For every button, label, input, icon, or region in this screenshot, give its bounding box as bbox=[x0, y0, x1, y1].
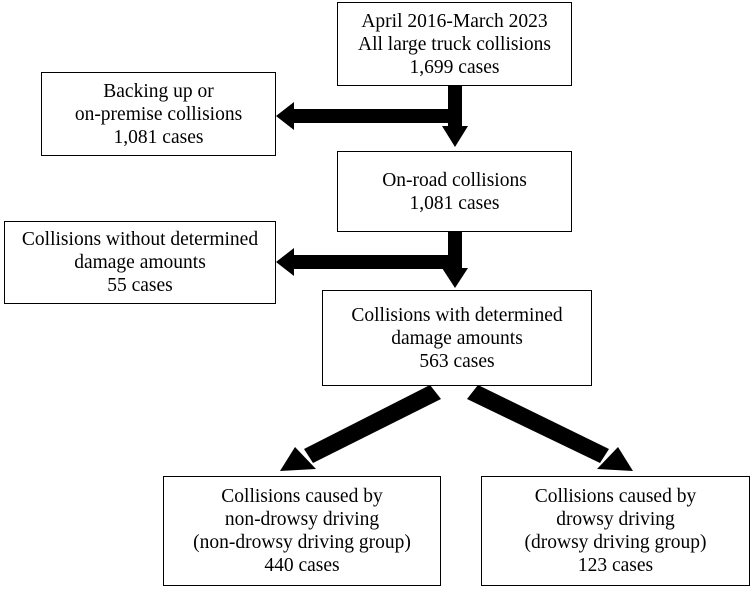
drowsy-group-box: Collisions caused by drowsy driving (dro… bbox=[481, 476, 750, 586]
non-drowsy-line2: non-drowsy driving bbox=[224, 509, 380, 530]
with-damage-count: 563 cases bbox=[419, 350, 495, 372]
backing-line1: Backing up or bbox=[103, 80, 214, 102]
source-box: April 2016-March 2023 All large truck co… bbox=[337, 2, 572, 86]
backing-count: 1,081 cases bbox=[113, 126, 204, 148]
source-line2: All large truck collisions bbox=[358, 33, 551, 55]
arrow-to-backing-excluded bbox=[276, 102, 454, 130]
arrow-to-drowsy-group bbox=[467, 385, 633, 471]
arrow-to-no-damage-excluded bbox=[276, 248, 454, 276]
with-damage-box: Collisions with determined damage amount… bbox=[322, 290, 592, 386]
non-drowsy-line3: (non-drowsy driving group) bbox=[193, 532, 411, 553]
with-damage-line2: damage amounts bbox=[391, 327, 523, 349]
no-damage-count: 55 cases bbox=[107, 275, 173, 296]
onroad-count: 1,081 cases bbox=[409, 192, 500, 214]
arrow-to-non-drowsy-group bbox=[280, 385, 441, 471]
non-drowsy-count: 440 cases bbox=[264, 555, 340, 576]
backing-line2: on-premise collisions bbox=[74, 103, 243, 125]
excluded-backing-box: Backing up or on-premise collisions 1,08… bbox=[41, 72, 276, 156]
non-drowsy-group-box: Collisions caused by non-drowsy driving … bbox=[163, 476, 441, 586]
drowsy-count: 123 cases bbox=[577, 555, 654, 576]
onroad-line1: On-road collisions bbox=[382, 169, 527, 191]
source-count: 1,699 cases bbox=[409, 56, 500, 78]
non-drowsy-line1: Collisions caused by bbox=[221, 486, 383, 507]
source-line1: April 2016-March 2023 bbox=[361, 10, 548, 32]
drowsy-line3: (drowsy driving group) bbox=[524, 532, 707, 553]
drowsy-line1: Collisions caused by bbox=[534, 486, 697, 507]
no-damage-line2: damage amounts bbox=[74, 252, 206, 273]
excluded-no-damage-box: Collisions without determined damage amo… bbox=[4, 221, 276, 304]
drowsy-line2: drowsy driving bbox=[556, 509, 675, 530]
with-damage-line1: Collisions with determined bbox=[351, 304, 563, 326]
on-road-box: On-road collisions 1,081 cases bbox=[337, 151, 572, 232]
no-damage-line1: Collisions without determined bbox=[21, 229, 259, 250]
